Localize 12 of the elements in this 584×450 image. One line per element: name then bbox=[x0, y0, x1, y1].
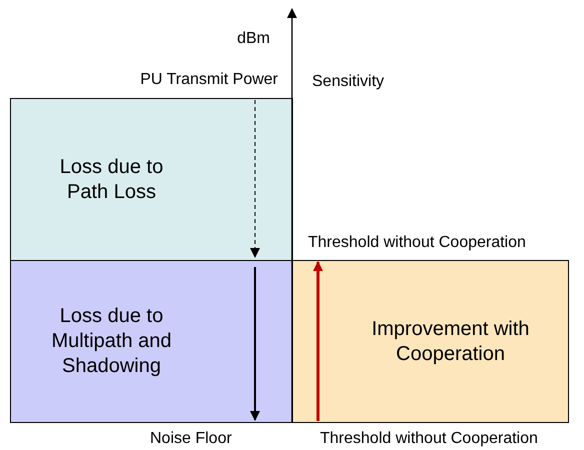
level-label: PU Transmit Power bbox=[140, 71, 278, 89]
block-label: Loss due to Path Loss bbox=[58, 154, 164, 204]
level-label: Noise Floor bbox=[150, 430, 232, 448]
axis-unit-label: dBm bbox=[237, 30, 270, 48]
level-label: Sensitivity bbox=[312, 73, 384, 91]
path-loss-block bbox=[10, 98, 293, 261]
block-label: Improvement with Cooperation bbox=[370, 316, 530, 366]
multipath-loss-block bbox=[10, 260, 293, 423]
improvement-block bbox=[292, 260, 569, 423]
level-label: Threshold without Cooperation bbox=[320, 430, 538, 448]
block-label: Loss due to Multipath and Shadowing bbox=[50, 304, 173, 379]
level-label: Threshold without Cooperation bbox=[308, 234, 526, 252]
